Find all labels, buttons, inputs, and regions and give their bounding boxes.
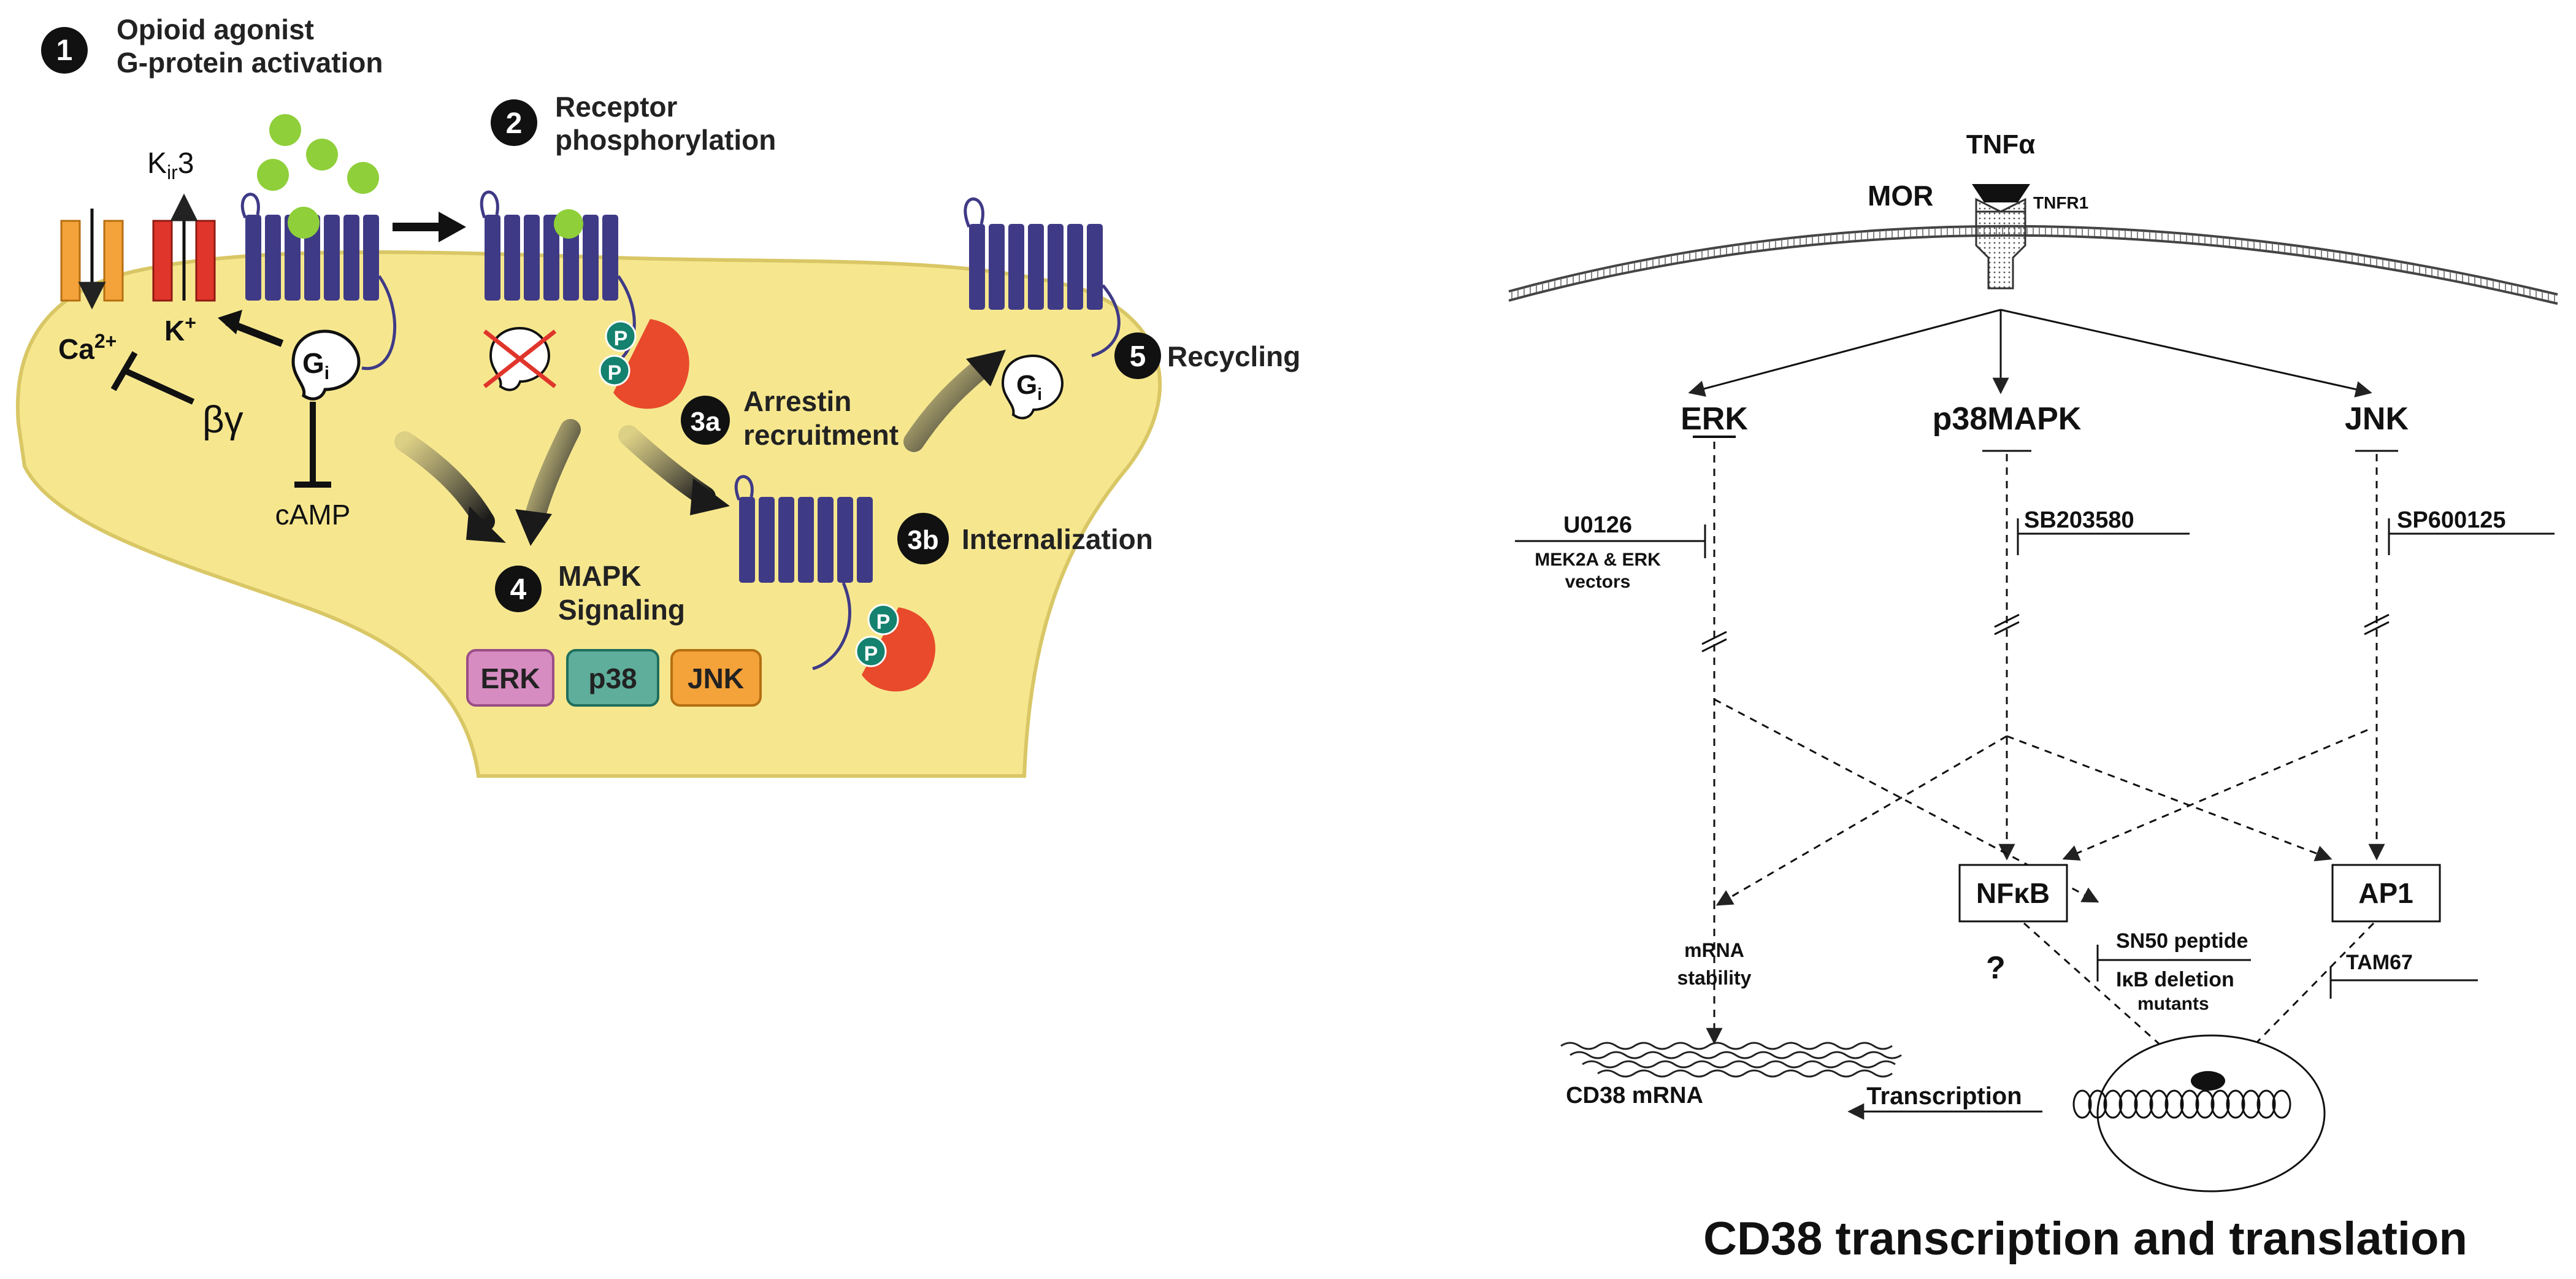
gi-protein-uncoupled [483, 326, 557, 391]
tnfr1-to-erk-arrow [1688, 309, 2001, 397]
mrna-stability-line1: mRNA [1684, 939, 1744, 961]
arrow-to-mapk-1 [394, 431, 495, 532]
step3a-subtitle: recruitment [743, 419, 899, 451]
opioid-agonist-molecules [257, 114, 379, 239]
ap1-box: AP1 [2331, 864, 2441, 923]
svg-text:P: P [614, 327, 628, 350]
sp600125-label: SP600125 [2397, 507, 2506, 533]
step3b-badge [897, 513, 949, 564]
step1-title: Opioid agonist [117, 13, 314, 45]
gi-protein-recycled: Gi [1001, 354, 1064, 420]
betagamma-inhibition [124, 368, 195, 405]
step3b-label: Internalization [962, 523, 1153, 555]
svg-text:NFκB: NFκB [1976, 877, 2050, 909]
svg-text:JNK: JNK [688, 663, 744, 694]
opioid-receptor-active [240, 193, 396, 371]
svg-text:P: P [608, 361, 622, 385]
step1-number: 1 [56, 34, 73, 67]
opioid-receptor-recycled [964, 197, 1121, 358]
ikb-deletion-label: IκB deletion [2116, 968, 2234, 991]
step3b-number: 3b [907, 525, 938, 555]
opioid-receptor-internalized [734, 475, 873, 670]
svg-text:Gi: Gi [302, 347, 329, 383]
p38-box: p38 [566, 649, 659, 707]
step3a-badge [681, 396, 730, 445]
tnf-alpha-label: TNFα [1966, 129, 2036, 159]
transcription-factor-bound [2191, 1071, 2225, 1091]
beta-gamma-label: βγ [202, 399, 243, 441]
svg-text:p38: p38 [588, 663, 637, 694]
figure-caption: CD38 transcription and translation [1703, 1213, 2467, 1265]
transcription-label: Transcription [1866, 1083, 2022, 1110]
jnk-label: JNK [2345, 401, 2409, 437]
arrestin-bound-phosphorylated: P P [599, 319, 689, 409]
svg-text:Gi: Gi [1016, 370, 1042, 404]
arrow-to-recycling [903, 358, 992, 452]
step5-label: Recycling [1167, 340, 1300, 372]
tnfr1-receptor [1972, 184, 2030, 290]
cd38-pathway-panel: TNFα MOR TNFR1 ERK p38MAPK JNK U0126 MEK… [1508, 129, 2559, 1265]
step2-title: Receptor [555, 91, 677, 123]
step1-subtitle: G-protein activation [117, 47, 383, 79]
step3a-title: Arrestin [743, 385, 851, 417]
tam67-inhibitor [2329, 966, 2478, 999]
jnk-to-nfkb-path [2062, 729, 2368, 861]
step5-number: 5 [1130, 340, 1146, 373]
u0126-inhibitor [1515, 524, 1706, 558]
gi-protein: Gi [291, 329, 361, 401]
cd38-mrna-label: CD38 mRNA [1566, 1083, 1703, 1108]
p38-to-mrna-path [1715, 735, 2007, 906]
kir3-channel [152, 193, 216, 302]
step2-number: 2 [506, 107, 523, 140]
mek2a-erk-vectors-line1: MEK2A & ERK [1535, 550, 1661, 570]
calcium-ion: Ca2+ [58, 330, 117, 365]
kir3-label: Kir3 [147, 147, 194, 183]
svg-text:P: P [876, 610, 891, 634]
step2-badge [491, 99, 537, 146]
step4-number: 4 [510, 574, 527, 606]
tnf-alpha-ligand [1972, 184, 2030, 202]
jnk-box: JNK [670, 649, 762, 707]
dna-helix [2072, 1089, 2291, 1119]
step2-subtitle: phosphorylation [555, 124, 776, 156]
opioid-receptor-phosphorylated [480, 190, 636, 370]
step4-subtitle: Signaling [558, 594, 685, 626]
sn50-ikb-inhibitor [2096, 945, 2251, 981]
tam67-label: TAM67 [2346, 951, 2413, 974]
u0126-label: U0126 [1563, 512, 1632, 538]
erk-label: ERK [1681, 401, 1748, 437]
opioid-signaling-panel: 1 Opioid agonist G-protein activation Ki… [16, 13, 1300, 778]
erk-box: ERK [466, 649, 554, 707]
mek2a-erk-vectors-line2: vectors [1565, 572, 1631, 592]
p38mapk-label: p38MAPK [1933, 401, 2082, 437]
cd38-mrna-strands [1560, 1042, 1902, 1078]
svg-text:P: P [864, 642, 878, 666]
arrestin-internalized: P P [855, 604, 935, 692]
tnfr1-label: TNFR1 [2033, 193, 2088, 212]
step4-title: MAPK [558, 560, 641, 592]
camp-label: cAMP [275, 499, 351, 531]
step1-badge [41, 27, 88, 74]
potassium-ion: K+ [164, 312, 196, 347]
erk-to-nucleus-path [1714, 698, 2099, 903]
svg-text:AP1: AP1 [2358, 877, 2413, 909]
mor-label: MOR [1868, 180, 1933, 212]
p38-to-ap1-path [2006, 735, 2333, 862]
mrna-stability-line2: stability [1677, 967, 1752, 989]
sn50-label: SN50 peptide [2116, 929, 2248, 953]
unknown-mechanism-label: ? [1986, 950, 2006, 986]
svg-text:ERK: ERK [480, 663, 540, 694]
step3a-number: 3a [691, 407, 721, 437]
sb203580-label: SB203580 [2024, 507, 2134, 533]
sb203580-inhibitor [2017, 518, 2190, 555]
tnfr1-to-jnk-arrow [2000, 309, 2372, 398]
nfkb-box: NFκB [1958, 864, 2068, 923]
ikb-mutants-label: mutants [2137, 994, 2209, 1014]
calcium-channel [60, 209, 124, 310]
sp600125-inhibitor [2388, 518, 2555, 555]
step4-badge [495, 566, 542, 612]
step5-badge [1114, 332, 1161, 379]
